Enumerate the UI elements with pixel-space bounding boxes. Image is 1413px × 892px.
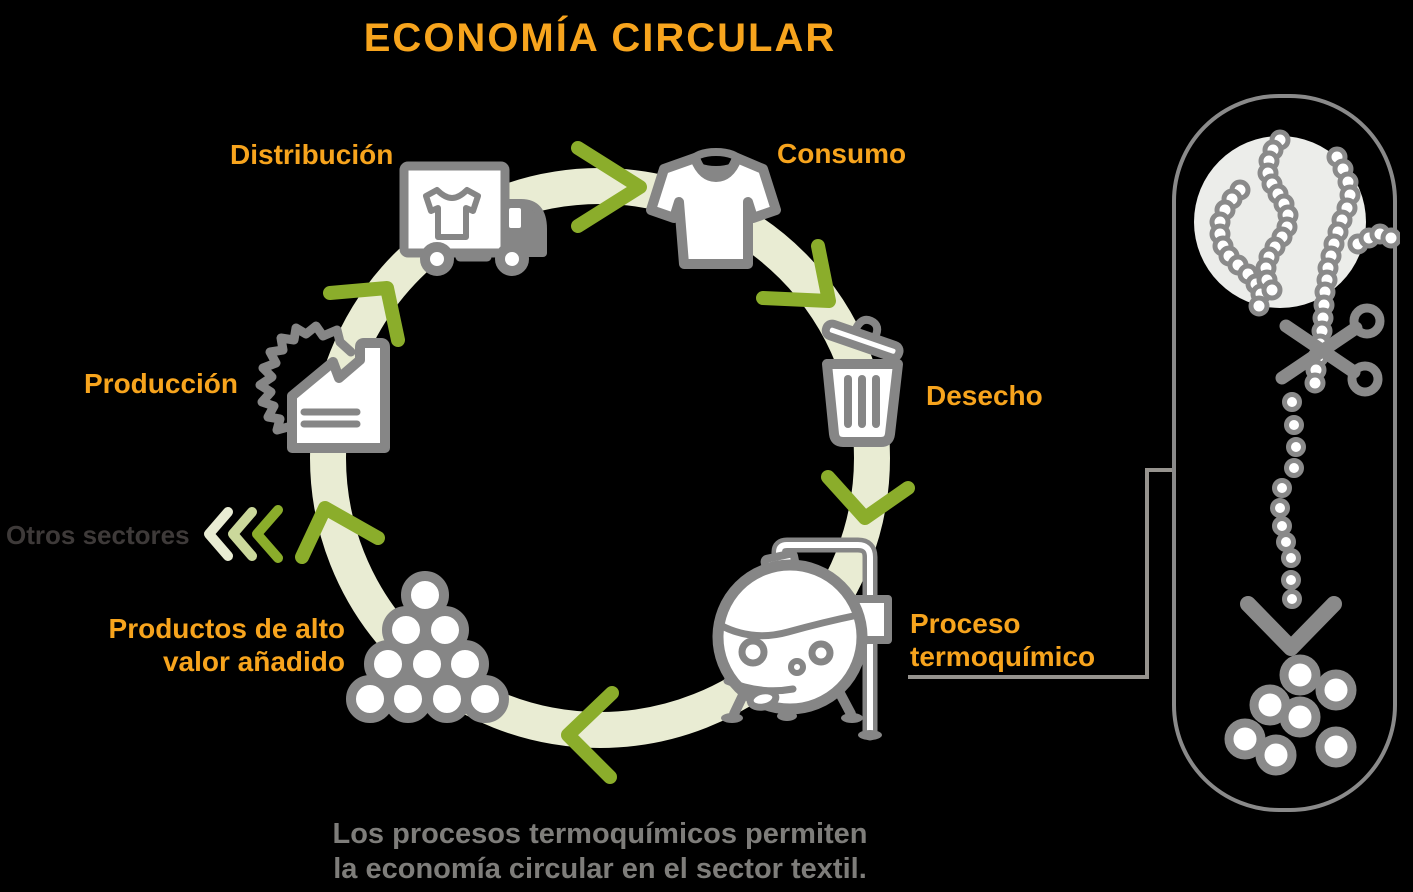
page-title: ECONOMÍA CIRCULAR <box>363 16 837 60</box>
label-productos-line2: valor añadido <box>162 646 345 677</box>
label-productos-alto-valor: Productos de alto valor añadido <box>40 612 345 678</box>
label-consumo: Consumo <box>777 138 907 169</box>
monomer-cluster-icon <box>1224 654 1357 776</box>
polymer-chain-icon <box>1209 129 1400 394</box>
tshirt-icon <box>646 148 781 269</box>
otros-sectores-chevrons-icon <box>204 505 283 563</box>
caption: Los procesos termoquímicos permiten la e… <box>250 817 950 887</box>
arrow-produccion-distribucion <box>323 281 405 347</box>
arrow-down-icon <box>1240 596 1342 656</box>
cycle-arrows <box>295 141 915 784</box>
cycle-band <box>310 168 890 748</box>
chemical-reactor-icon <box>712 537 892 741</box>
label-distribucion: Distribución <box>230 139 394 170</box>
arrow-proceso-productos <box>561 686 619 784</box>
label-proceso-termoquimico: Proceso termoquímico <box>910 607 1095 673</box>
pellet-pile-icon <box>346 571 509 723</box>
arrow-desecho-proceso <box>821 470 915 525</box>
label-produccion: Producción <box>84 368 239 399</box>
label-desecho: Desecho <box>926 380 1043 411</box>
caption-line1: Los procesos termoquímicos permiten <box>332 818 868 850</box>
label-proceso-line2: termoquímico <box>910 641 1096 672</box>
textile-recycling-panel <box>1172 94 1400 812</box>
caption-line2: la economía circular en el sector textil… <box>333 853 867 885</box>
panel-connector-line <box>908 468 1176 679</box>
monomer-drops-icon <box>1270 392 1306 609</box>
delivery-truck-icon <box>399 161 547 276</box>
arrow-productos-produccion <box>295 501 385 564</box>
factory-icon <box>255 321 390 453</box>
label-otros-sectores: Otros sectores <box>6 520 190 550</box>
label-productos-line1: Productos de alto <box>108 613 345 644</box>
scissors-icon <box>1275 303 1385 397</box>
panel-border <box>1172 94 1397 812</box>
trash-can-icon <box>821 315 904 447</box>
arrow-consumo-desecho <box>756 239 836 308</box>
label-proceso-line1: Proceso <box>910 608 1021 639</box>
gear-icon <box>255 321 356 435</box>
arrow-distribucion-consumo <box>571 141 647 233</box>
